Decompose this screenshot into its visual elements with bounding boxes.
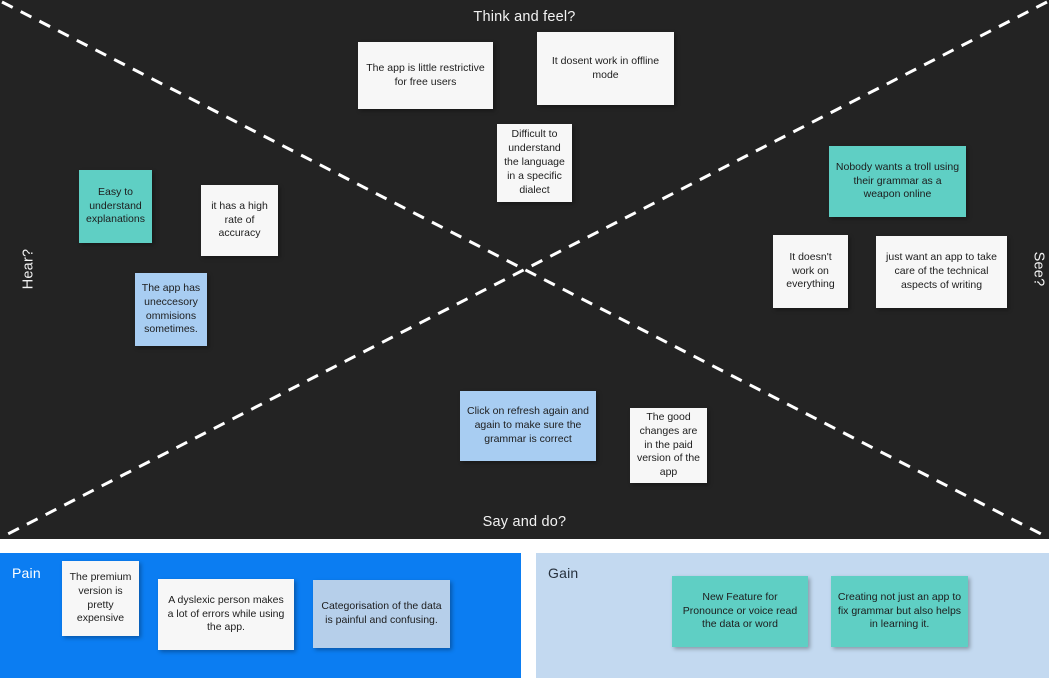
- note-unnecessary-omissions[interactable]: The app has uneccesory ommisions sometim…: [135, 273, 207, 346]
- note-learning-grammar[interactable]: Creating not just an app to fix grammar …: [831, 576, 968, 647]
- quadrant-label-see: See?: [1030, 251, 1047, 287]
- note-voice-read-feature[interactable]: New Feature for Pronounce or voice read …: [672, 576, 808, 647]
- note-high-accuracy[interactable]: it has a high rate of accuracy: [201, 185, 278, 256]
- note-easy-explanations[interactable]: Easy to understand explanations: [79, 170, 152, 243]
- note-dyslexic-errors[interactable]: A dyslexic person makes a lot of errors …: [158, 579, 294, 650]
- quadrant-label-hear: Hear?: [20, 248, 37, 290]
- note-technical-aspects[interactable]: just want an app to take care of the tec…: [876, 236, 1007, 308]
- gain-panel-title: Gain: [548, 565, 579, 581]
- note-paid-version[interactable]: The good changes are in the paid version…: [630, 408, 707, 483]
- quadrant-label-think-and-feel: Think and feel?: [473, 9, 576, 25]
- note-doesnt-work-everything[interactable]: It doesn't work on everything: [773, 235, 848, 308]
- note-click-refresh[interactable]: Click on refresh again and again to make…: [460, 391, 596, 461]
- note-restrictive-free-users[interactable]: The app is little restrictive for free u…: [358, 42, 493, 109]
- note-categorisation-painful[interactable]: Categorisation of the data is painful an…: [313, 580, 450, 648]
- note-specific-dialect[interactable]: Difficult to understand the language in …: [497, 124, 572, 202]
- quadrant-label-say-and-do: Say and do?: [482, 514, 567, 530]
- empathy-map-canvas: Think and feel? Say and do? Hear? See? T…: [0, 0, 1049, 539]
- pain-panel: Pain The premium version is pretty expen…: [0, 553, 521, 678]
- pain-panel-title: Pain: [12, 565, 41, 581]
- gain-panel: Gain New Feature for Pronounce or voice …: [536, 553, 1049, 678]
- note-troll-weapon[interactable]: Nobody wants a troll using their grammar…: [829, 146, 966, 217]
- note-premium-expensive[interactable]: The premium version is pretty expensive: [62, 561, 139, 636]
- note-offline-mode[interactable]: It dosent work in offline mode: [537, 32, 674, 105]
